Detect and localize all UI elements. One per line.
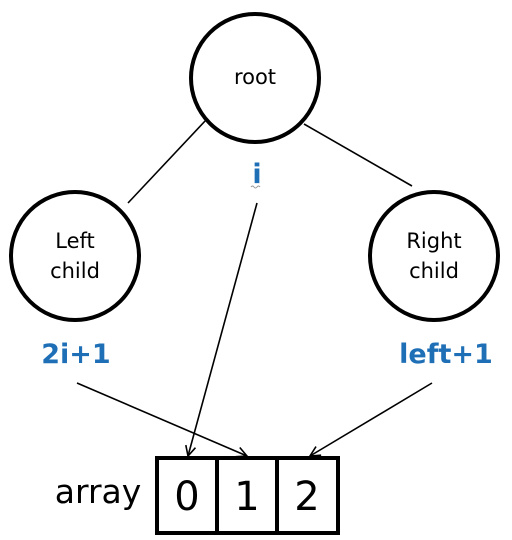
root-node-circle bbox=[189, 12, 321, 144]
spellcheck-squiggle bbox=[250, 185, 261, 189]
arrow-left-to-cell-1 bbox=[76, 382, 247, 456]
left-child-label-line2: child bbox=[50, 259, 100, 283]
array-cell-1-box bbox=[215, 456, 279, 535]
right-child-label-line2: child bbox=[409, 259, 459, 283]
right-index-label: left+1 bbox=[399, 339, 493, 370]
array-cell-0-box bbox=[155, 456, 219, 535]
array-cell-0-value: 0 bbox=[174, 474, 199, 520]
arrow-right-to-cell-2 bbox=[310, 382, 433, 456]
left-child-label-line1: Left bbox=[55, 229, 95, 253]
array-cell-0: 0 bbox=[155, 456, 219, 535]
array-cell-2-value: 2 bbox=[294, 474, 319, 520]
array-cell-1: 1 bbox=[215, 456, 279, 535]
root-index-label: i bbox=[252, 159, 261, 190]
left-child-circle bbox=[9, 190, 141, 322]
right-child-circle bbox=[368, 190, 500, 322]
right-child-label-line1: Right bbox=[406, 229, 461, 253]
array-label: array bbox=[55, 472, 142, 511]
edge-root-left bbox=[127, 119, 207, 204]
edge-root-right bbox=[303, 123, 413, 187]
right-child-node: Right child bbox=[368, 190, 500, 322]
array-cell-2-box bbox=[275, 456, 340, 535]
root-node-label: root bbox=[234, 65, 276, 89]
array-cell-1-value: 1 bbox=[234, 474, 259, 520]
left-index-label: 2i+1 bbox=[41, 339, 110, 370]
root-node: root bbox=[189, 12, 321, 144]
left-child-node: Left child bbox=[9, 190, 141, 322]
array-cell-2: 2 bbox=[275, 456, 340, 535]
arrow-root-to-cell-0 bbox=[188, 202, 258, 456]
